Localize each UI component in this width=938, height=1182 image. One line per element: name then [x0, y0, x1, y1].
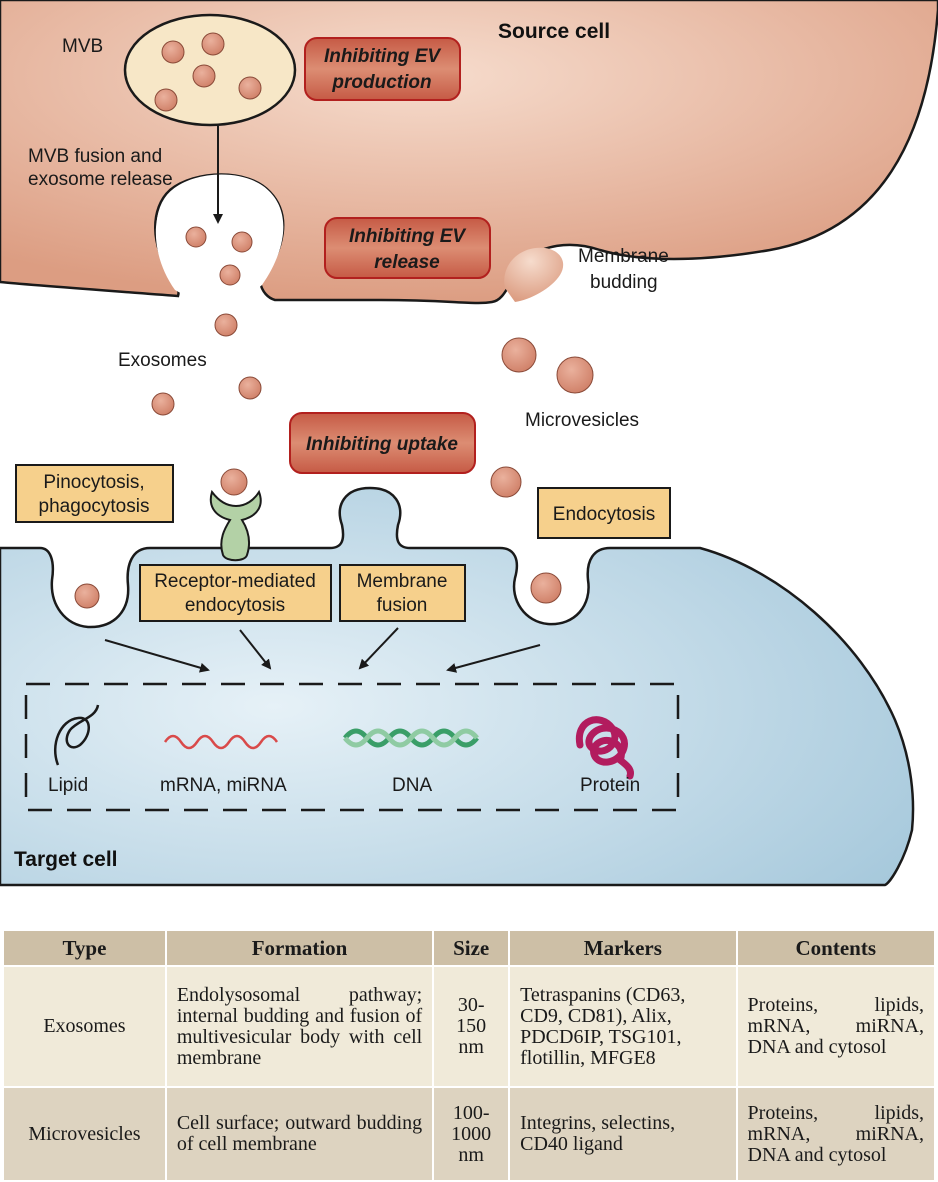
pocket-vesicle	[231, 231, 253, 253]
inhibit-release-text-2: release	[374, 252, 440, 273]
dna-icon	[343, 728, 479, 748]
table-row: Microvesicles Cell surface; outward budd…	[2, 1086, 937, 1182]
source-cell-label: Source cell	[498, 20, 610, 43]
cell-type: Microvesicles	[2, 1086, 167, 1182]
uptake-arrow	[358, 627, 399, 670]
receptor-mediated-text-1: Receptor-mediated	[154, 571, 316, 592]
endocytosis-text: Endocytosis	[553, 504, 655, 525]
cell-contents: Proteins, lipids, mRNA, miRNA, DNA and c…	[735, 1086, 937, 1182]
mvb-vesicle	[238, 76, 262, 100]
cell-formation: Endolysosomal pathway; internal budding …	[164, 965, 435, 1088]
uptake-arrow	[104, 639, 210, 673]
membrane-budding-label-1: Membrane	[578, 246, 669, 267]
membrane-fusion-text-1: Membrane	[357, 571, 448, 592]
membrane-fusion-text-2: fusion	[377, 595, 428, 616]
exosomes-label: Exosomes	[118, 350, 207, 371]
protein-label: Protein	[580, 775, 640, 796]
mvb-vesicle	[154, 88, 178, 112]
inhibit-uptake-box	[289, 412, 476, 474]
table-row: Exosomes Endolysosomal pathway; internal…	[2, 965, 937, 1088]
microvesicle	[556, 356, 594, 394]
dna-label: DNA	[392, 775, 432, 796]
lipid-label: Lipid	[48, 775, 88, 796]
cell-formation: Cell surface; outward budding of cell me…	[164, 1086, 435, 1182]
target-cell	[0, 486, 915, 887]
pinocytosis-box	[15, 464, 174, 523]
header-formation: Formation	[164, 929, 435, 967]
endocytosis-box	[537, 487, 671, 539]
uptake-arrow	[239, 629, 272, 670]
microvesicle	[501, 337, 537, 373]
microvesicles-label: Microvesicles	[525, 410, 639, 431]
rna-icon	[163, 734, 279, 750]
cell-type: Exosomes	[2, 965, 167, 1088]
cell-contents: Proteins, lipids, mRNA, miRNA, DNA and c…	[735, 965, 937, 1088]
pinocytosis-vesicle	[74, 583, 100, 609]
receptor-mediated-box	[139, 564, 332, 622]
receptor	[209, 489, 262, 562]
mvb-label: MVB	[62, 36, 103, 57]
mvb-vesicle	[161, 40, 185, 64]
pocket-vesicle	[185, 226, 207, 248]
endocytosis-vesicle	[530, 572, 562, 604]
pinocytosis-text-2: phagocytosis	[39, 496, 150, 517]
header-markers: Markers	[508, 929, 738, 967]
pocket-vesicle	[219, 264, 241, 286]
inhibit-production-text-2: production	[331, 72, 431, 93]
receptor-bound-vesicle	[220, 468, 248, 496]
ev-comparison-table: Type Formation Size Markers Contents Exo…	[2, 929, 937, 1182]
protein-icon	[575, 716, 634, 780]
header-size: Size	[432, 929, 511, 967]
exosome	[151, 392, 175, 416]
cell-size: 30-150 nm	[432, 965, 511, 1088]
rna-label: mRNA, miRNA	[160, 775, 287, 796]
mvb-vesicle	[192, 64, 216, 88]
cell-markers: Tetraspanins (CD63, CD9, CD81), Alix, PD…	[508, 965, 738, 1088]
mvb-fusion-label-1: MVB fusion and	[28, 146, 162, 167]
inhibit-production-text-1: Inhibiting EV	[324, 46, 441, 67]
inhibit-uptake-text: Inhibiting uptake	[306, 434, 458, 455]
inhibit-release-text-1: Inhibiting EV	[349, 226, 466, 247]
pinocytosis-text-1: Pinocytosis,	[43, 472, 144, 493]
membrane-bud	[504, 247, 564, 302]
mvb-vesicle	[201, 32, 225, 56]
exosome	[214, 313, 238, 337]
mvb-fusion-label-2: exosome release	[28, 169, 173, 190]
cell-size: 100-1000 nm	[432, 1086, 511, 1182]
exosome	[238, 376, 262, 400]
header-contents: Contents	[735, 929, 937, 967]
inhibit-release-box	[324, 217, 491, 279]
target-cell-label: Target cell	[14, 848, 117, 871]
table-header-row: Type Formation Size Markers Contents	[2, 929, 937, 967]
membrane-fusion-box	[339, 564, 466, 622]
mvb-fusion-pocket	[155, 174, 284, 300]
microvesicle	[490, 466, 522, 498]
ev-biogenesis-diagram: Inhibiting EV production Inhibiting EV r…	[0, 0, 938, 887]
cell-markers: Integrins, selectins, CD40 ligand	[508, 1086, 738, 1182]
header-type: Type	[2, 929, 167, 967]
uptake-arrow	[446, 644, 541, 673]
lipid-icon	[53, 704, 100, 766]
cargo-frame	[24, 682, 680, 812]
table: Type Formation Size Markers Contents Exo…	[2, 929, 937, 1182]
inhibit-production-box	[304, 37, 461, 101]
membrane-budding-label-2: budding	[590, 272, 658, 293]
receptor-mediated-text-2: endocytosis	[185, 595, 285, 616]
